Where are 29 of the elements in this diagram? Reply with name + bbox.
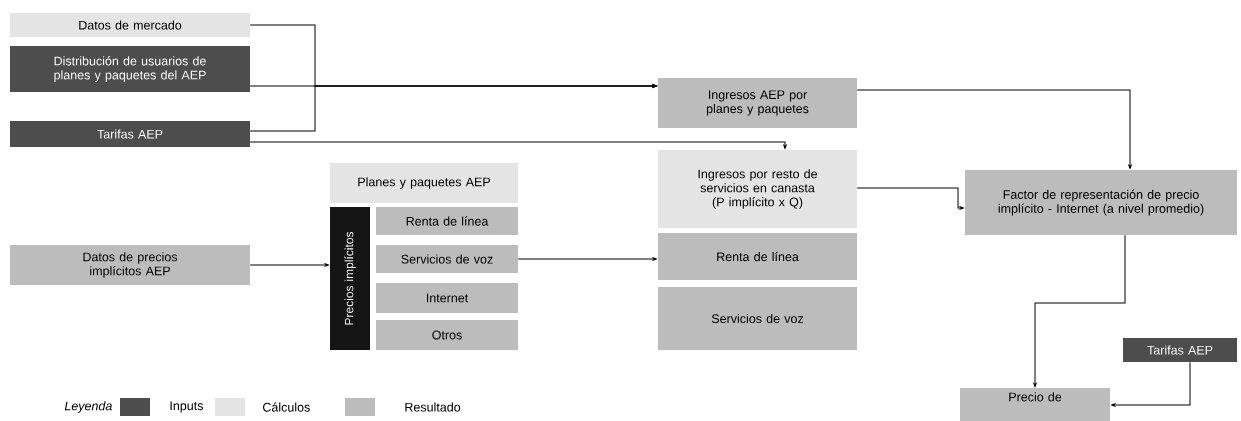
input-box: Tarifas AEP: [10, 121, 250, 147]
row-box: Renta de línea: [376, 207, 518, 235]
result-box: Precio de: [960, 388, 1110, 421]
arrow: [249, 141, 787, 149]
row-box: Servicios de voz: [376, 245, 518, 273]
arrow: [1033, 234, 1126, 388]
legend-label: Inputs: [170, 401, 203, 413]
legend-title: Leyenda: [64, 401, 112, 413]
input-box: Datos de precios implícitos AEP: [10, 245, 250, 285]
arrow: [517, 257, 657, 261]
legend-label: Cálculos: [263, 402, 310, 412]
vertical-label-bar: Precios implícitos: [330, 207, 370, 350]
input-box: Tarifas AEP: [1123, 338, 1237, 362]
arrow: [856, 187, 964, 210]
row-box: Internet: [376, 283, 518, 313]
row-box: Renta de línea: [658, 233, 857, 280]
arrow: [1111, 361, 1191, 407]
result-box: Factor de representación de precio implícito - Internet (a nivel promedio): [965, 170, 1237, 235]
input-box: Datos de mercado: [10, 13, 250, 37]
arrow: [249, 263, 329, 267]
legend-label: Resultado: [405, 402, 461, 412]
arrow: [249, 84, 657, 132]
row-box: Otros: [376, 320, 518, 350]
calculation-box: Ingresos por resto de servicios en canasta (P implícito x Q): [658, 150, 857, 228]
header-band: Planes y paquetes AEP: [330, 163, 518, 203]
result-box: Ingresos AEP por planes y paquetes: [658, 78, 857, 128]
row-box: Servicios de voz: [658, 287, 857, 350]
input-box: Distribución de usuarios de planes y paquetes del AEP: [10, 46, 250, 92]
arrow: [856, 89, 1132, 169]
